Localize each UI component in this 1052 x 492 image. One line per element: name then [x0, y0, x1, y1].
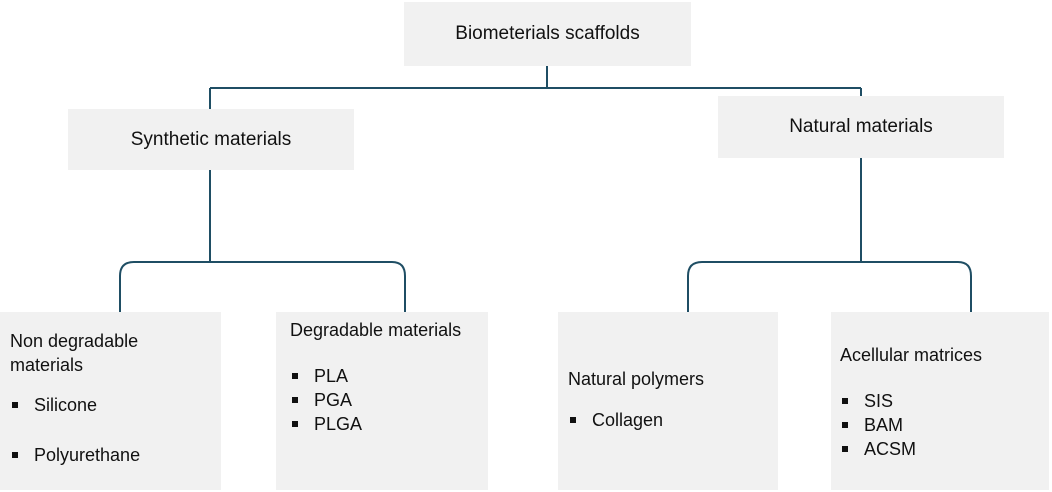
list-item: ACSM [840, 437, 1037, 461]
connector-root [209, 66, 862, 109]
connector-natural-bracket [687, 261, 972, 312]
node-biomaterials-scaffolds: Biometerials scaffolds [404, 2, 691, 66]
node-label: Natural materials [789, 116, 933, 137]
node-title: Natural polymers [568, 369, 705, 389]
list-item: Polyurethane [10, 443, 209, 467]
node-natural-polymers: Natural polymers Collagen [558, 312, 778, 490]
node-title: Acellular matrices [840, 345, 983, 365]
list-item: PGA [290, 388, 476, 412]
list-item: Collagen [568, 408, 766, 432]
node-title: Degradable materials [290, 320, 462, 340]
connector-synthetic-bracket [119, 261, 406, 312]
node-label: Synthetic materials [130, 128, 292, 150]
node-synthetic-materials: Synthetic materials [68, 109, 354, 170]
node-degradable-materials: Degradable materials PLA PGA PLGA [276, 312, 488, 490]
node-label: Biometerials scaffolds [455, 23, 640, 44]
node-natural-materials: Natural materials [718, 96, 1004, 158]
node-title: Non degradable materials [10, 331, 139, 375]
list-item: BAM [840, 413, 1037, 437]
list-item: SIS [840, 389, 1037, 413]
list-item: PLA [290, 364, 476, 388]
list-item: Silicone [10, 393, 209, 417]
node-non-degradable-materials: Non degradable materials Silicone Polyur… [0, 312, 221, 490]
node-acellular-matrices: Acellular matrices SIS BAM ACSM [831, 312, 1049, 490]
list-item: PLGA [290, 412, 476, 436]
